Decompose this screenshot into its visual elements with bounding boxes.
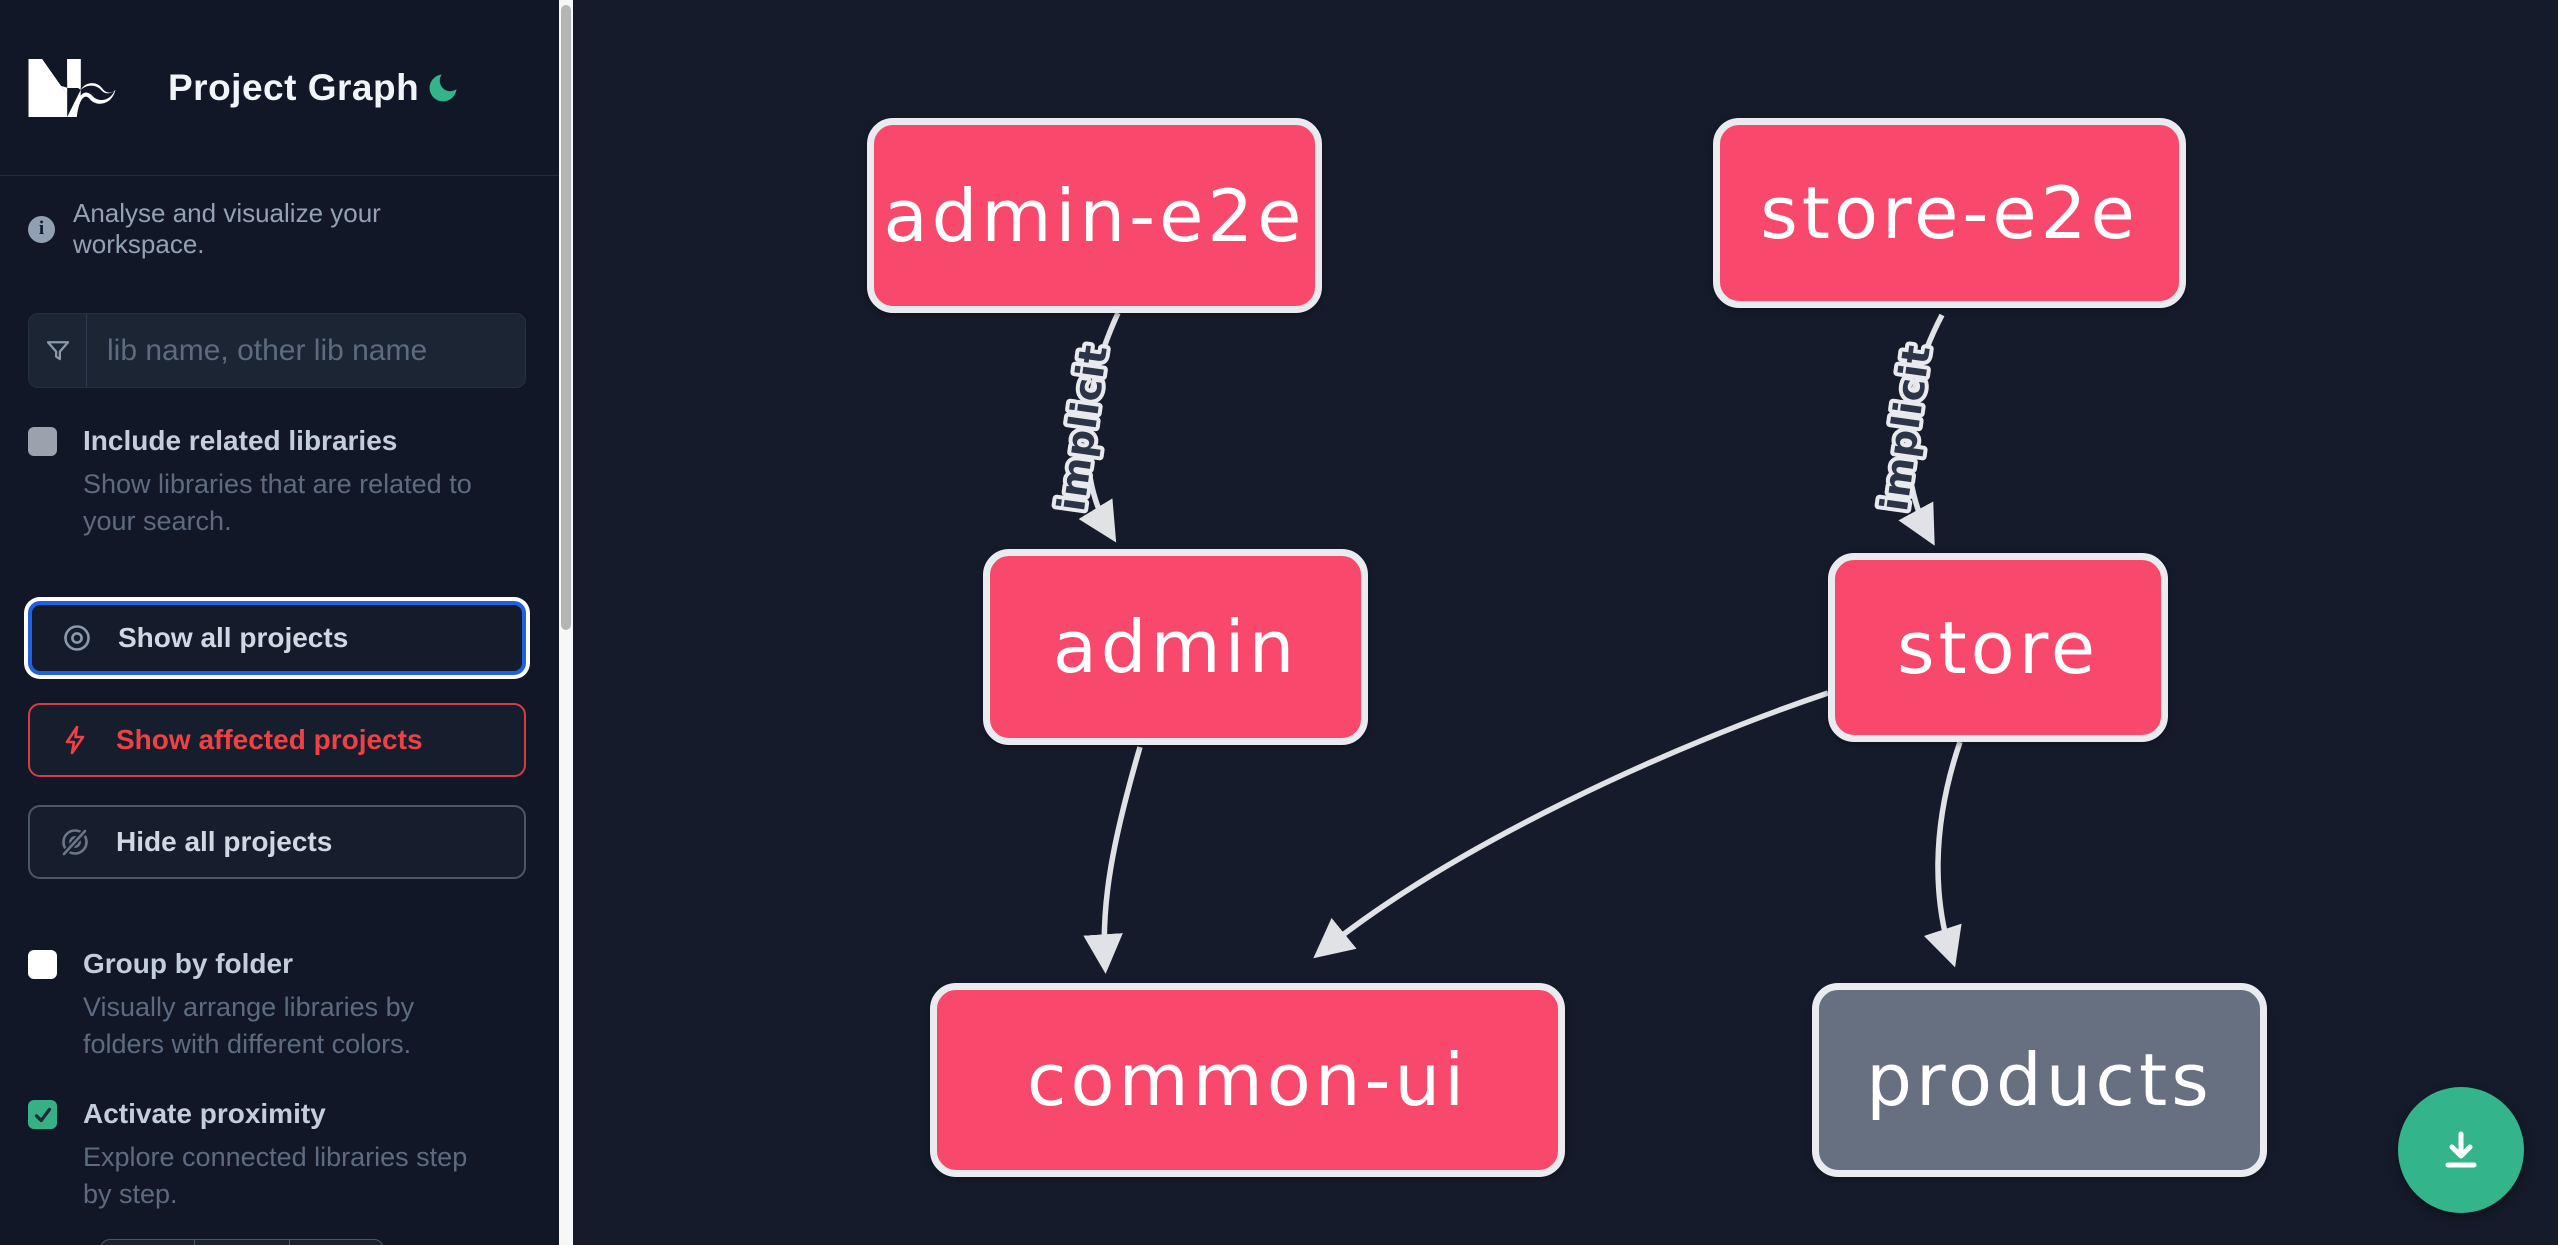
show-all-projects-button[interactable]: Show all projects: [28, 601, 526, 675]
proximity-stepper[interactable]: [100, 1239, 384, 1245]
nx-logo-icon: [28, 58, 116, 117]
eye-icon: [64, 625, 90, 651]
hide-all-projects-button[interactable]: Hide all projects: [28, 805, 526, 879]
dark-mode-toggle-moon-icon[interactable]: [425, 70, 461, 106]
toggle-description: Visually arrange libraries by folders wi…: [83, 992, 415, 1059]
button-label: Show all projects: [118, 622, 349, 653]
workspace-info: i Analyse and visualize your workspace.: [28, 198, 498, 260]
tagline-text: Analyse and visualize your workspace.: [73, 198, 381, 259]
stepper-value: [195, 1240, 290, 1245]
toggle-include-related-libraries: Include related libraries Show libraries…: [28, 425, 508, 540]
sidebar-scrollbar-thumb[interactable]: [561, 5, 571, 630]
edge-admin-to-common-ui: [1083, 746, 1143, 974]
graph-edges: implicit implicit: [1045, 311, 1963, 974]
search-input[interactable]: [87, 314, 525, 387]
graph-node-common-ui[interactable]: common-ui: [930, 983, 1565, 1177]
checkbox-activate-proximity[interactable]: [28, 1100, 57, 1129]
checkbox-include-related[interactable]: [28, 427, 57, 456]
sidebar-header: Project Graph: [0, 0, 559, 176]
edge-store-to-common-ui: [1313, 690, 1829, 959]
edge-admin-e2e-to-admin: [1078, 311, 1121, 543]
sidebar-scrollbar-track[interactable]: [559, 0, 573, 1245]
eye-off-icon: [60, 827, 89, 858]
button-label: Show affected projects: [116, 724, 423, 755]
flash-icon: [65, 725, 85, 755]
page-title: Project Graph: [168, 66, 420, 108]
check-icon: [34, 1107, 51, 1122]
toggle-description: Show libraries that are related to your …: [83, 469, 472, 536]
edge-store-to-products: [1923, 741, 1963, 968]
project-actions: Show all projects Show affected projects…: [28, 601, 526, 907]
search-box: [28, 313, 526, 388]
download-image-button[interactable]: [2398, 1087, 2524, 1213]
stepper-increment[interactable]: [290, 1240, 383, 1245]
graph-node-products[interactable]: products: [1812, 983, 2267, 1177]
edge-store-e2e-to-store: [1898, 313, 1945, 546]
edge-label-implicit: implicit: [1049, 342, 1116, 514]
edge-label-implicit: implicit: [1872, 342, 1939, 514]
graph-node-store-e2e[interactable]: store-e2e: [1713, 118, 2186, 308]
toggle-label: Activate proximity: [83, 1098, 326, 1129]
stepper-decrement[interactable]: [101, 1240, 196, 1245]
sidebar: Project Graph i Analyse and visualize yo…: [0, 0, 559, 1245]
graph-node-admin[interactable]: admin: [983, 549, 1368, 745]
checkbox-group-by-folder[interactable]: [28, 950, 57, 979]
toggle-description: Explore connected libraries step by step…: [83, 1142, 468, 1209]
graph-node-store[interactable]: store: [1828, 553, 2168, 742]
download-icon: [2445, 1131, 2477, 1168]
toggle-group-by-folder: Group by folder Visually arrange librari…: [28, 948, 508, 1063]
button-label: Hide all projects: [116, 826, 333, 857]
toggle-activate-proximity: Activate proximity Explore connected lib…: [28, 1098, 508, 1213]
show-affected-projects-button[interactable]: Show affected projects: [28, 703, 526, 777]
info-icon: i: [28, 215, 55, 243]
graph-node-admin-e2e[interactable]: admin-e2e: [867, 118, 1322, 313]
filter-funnel-icon: [29, 314, 87, 387]
project-graph-canvas[interactable]: implicit implicit admin-e2e store-e2e ad…: [573, 0, 2558, 1245]
toggle-label: Group by folder: [83, 948, 293, 979]
toggle-label: Include related libraries: [83, 425, 398, 456]
